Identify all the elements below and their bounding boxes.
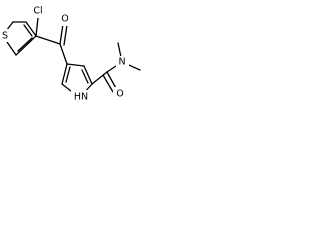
bond-p3-p2 xyxy=(83,65,93,85)
chlorine-atom-label: Cl xyxy=(33,6,42,17)
bond-carbonyl-pyrrole xyxy=(59,43,68,65)
structure-svg: S Cl O HN O N xyxy=(0,4,141,104)
bond-p2-amide-c xyxy=(91,71,108,85)
bond-c3-c2 xyxy=(15,35,37,56)
bond-p5-p4-double xyxy=(65,66,71,83)
bond-p4-p3 xyxy=(66,63,85,67)
amide-oxygen-label: O xyxy=(116,89,123,100)
bond-carbonyl-o xyxy=(59,23,64,45)
bond-c3-carbonyl xyxy=(35,35,61,45)
bond-c4-c3 xyxy=(25,21,37,37)
bond-p3-p2-double xyxy=(81,69,89,84)
bond-amide-c-o-double xyxy=(102,74,114,93)
bond-c3-cl xyxy=(35,17,39,37)
pyrrole-nitrogen-label: HN xyxy=(74,92,88,103)
bond-c3-c2-double xyxy=(17,37,33,52)
molecule-diagram: S Cl O HN O N xyxy=(0,0,144,107)
ketone-oxygen-label: O xyxy=(61,14,68,25)
bond-c4-c3-double xyxy=(23,24,33,37)
bond-s-c2 xyxy=(6,41,17,56)
bond-p5-p4 xyxy=(61,63,68,85)
bond-carbonyl-o-double xyxy=(63,24,68,46)
amide-nitrogen-label: N xyxy=(118,57,125,68)
sulfur-atom-label: S xyxy=(2,31,8,42)
